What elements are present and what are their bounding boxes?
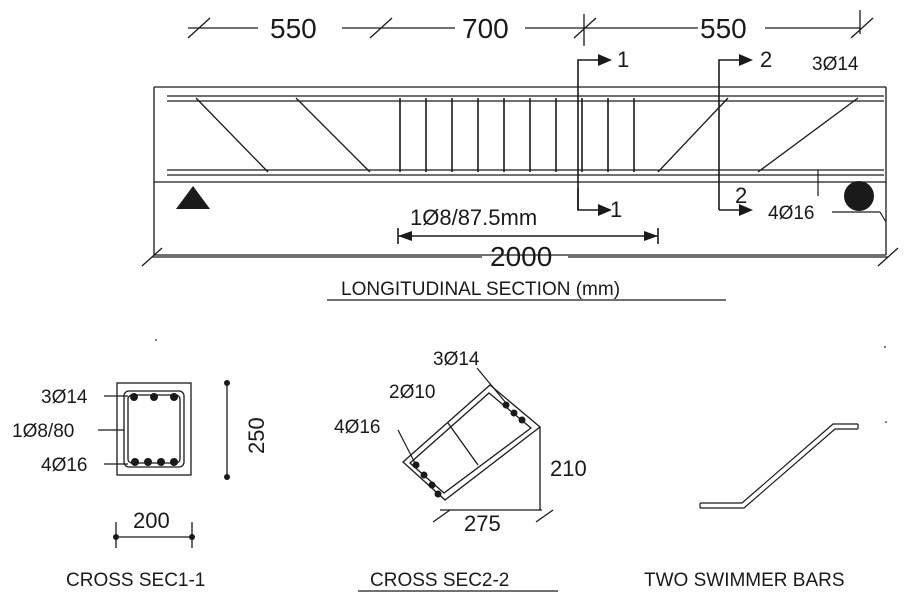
cs1-width-label: 200 [133, 508, 170, 533]
cs1-top-bars [130, 393, 178, 401]
stirrups [399, 98, 635, 172]
section-mark-2-bottom: 2 [735, 183, 747, 208]
bar-section-icon [844, 181, 874, 211]
stirrup-zone-dimension [397, 228, 659, 244]
section-cut-1 [577, 54, 612, 216]
pin-support-icon [176, 186, 210, 209]
swimmer-bar-shape [699, 423, 859, 509]
cs1-width-dimension [113, 522, 195, 548]
top-bars-label: 3Ø14 [812, 54, 859, 75]
cs1-bottom-bars [131, 458, 178, 466]
dim-left-label: 550 [270, 13, 317, 44]
longitudinal-section: 550 700 550 [141, 10, 899, 301]
cross-section-1: 3Ø14 1Ø8/80 4Ø16 250 200 CROSS SEC1-1 [12, 380, 269, 591]
section-mark-1-top: 1 [617, 47, 629, 72]
stirrups-label: 1Ø8/87.5mm [410, 205, 537, 230]
cs2-width-label: 275 [464, 511, 501, 536]
cs2-title: CROSS SEC2-2 [370, 570, 509, 591]
beam-outline [153, 86, 887, 256]
cs1-stirrups-label: 1Ø8/80 [12, 421, 74, 442]
cs2-bottom-bars-label: 4Ø16 [334, 417, 380, 438]
cs1-height-dimension [224, 380, 230, 480]
swimmer-bars-title: TWO SWIMMER BARS [644, 570, 845, 591]
cs2-height-label: 210 [550, 456, 587, 481]
cs1-height-label: 250 [244, 417, 269, 454]
dim-middle-label: 700 [462, 13, 509, 44]
cs2-bottom-bars [412, 461, 442, 498]
bottom-rebar [167, 169, 884, 176]
cs2-top-bars [502, 401, 526, 424]
cs2-top-bars-label: 3Ø14 [433, 349, 480, 370]
total-length-dimension [141, 247, 899, 267]
bent-bars [195, 97, 859, 173]
cs1-title: CROSS SEC1-1 [66, 570, 205, 591]
section-mark-2-top: 2 [760, 47, 772, 72]
longitudinal-title: LONGITUDINAL SECTION (mm) [341, 279, 620, 300]
section-cut-2 [718, 54, 753, 216]
cross-section-2: 3Ø14 2Ø10 4Ø16 210 275 CROSS SEC2-2 [334, 349, 587, 592]
total-length-label: 2000 [490, 241, 552, 272]
cs1-top-bars-label: 3Ø14 [41, 387, 88, 408]
top-dimension-chain [187, 10, 874, 46]
top-rebar [167, 95, 884, 102]
bottom-bars-label: 4Ø16 [768, 203, 814, 224]
cs1-bottom-bars-label: 4Ø16 [41, 455, 87, 476]
cs2-bent-bars-label: 2Ø10 [389, 382, 435, 403]
swimmer-bars: TWO SWIMMER BARS [644, 423, 859, 591]
scan-speckles [155, 339, 887, 423]
dim-right-label: 550 [700, 13, 747, 44]
section-mark-1-bottom: 1 [610, 197, 622, 222]
